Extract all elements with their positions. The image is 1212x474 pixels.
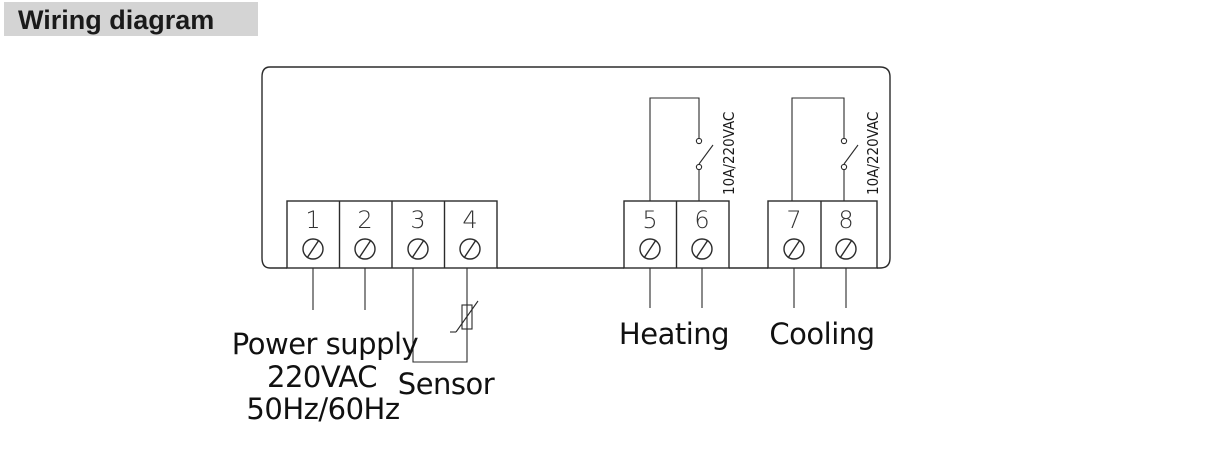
header-bar: Wiring diagram — [4, 2, 258, 36]
heating-relay-rating: 10A/220VAC — [720, 112, 738, 195]
screw-icon — [354, 238, 376, 260]
screw-icon — [302, 238, 324, 260]
power-supply-voltage: 220VAC — [267, 360, 377, 394]
terminal-number-5: 5 — [642, 206, 657, 234]
screw-icon — [639, 238, 661, 260]
cooling-label: Cooling — [769, 317, 874, 351]
screw-icon — [691, 238, 713, 260]
terminal-block-heating — [623, 200, 730, 269]
terminal-number-7: 7 — [786, 206, 801, 234]
relay-switch-heating-icon — [649, 97, 714, 201]
terminal-number-1: 1 — [305, 206, 320, 234]
wire-sensor-loop — [412, 268, 468, 363]
screw-icon — [783, 238, 805, 260]
terminal-number-3: 3 — [410, 206, 425, 234]
heating-label: Heating — [619, 317, 729, 351]
relay-switch-cooling-icon — [791, 97, 859, 201]
screw-icon — [459, 238, 481, 260]
page-title: Wiring diagram — [18, 5, 215, 35]
power-supply-label: Power supply — [232, 327, 419, 361]
controller-body — [261, 66, 891, 269]
terminal-number-4: 4 — [462, 206, 477, 234]
sensor-label: Sensor — [398, 367, 495, 401]
terminal-block-left — [286, 200, 498, 269]
terminal-block-cooling — [767, 200, 878, 269]
thermistor-icon — [450, 300, 479, 333]
terminal-number-2: 2 — [357, 206, 372, 234]
power-supply-frequency: 50Hz/60Hz — [246, 392, 399, 426]
terminal-number-6: 6 — [694, 206, 709, 234]
terminal-number-8: 8 — [838, 206, 853, 234]
screw-icon — [407, 238, 429, 260]
cooling-relay-rating: 10A/220VAC — [864, 112, 882, 195]
screw-icon — [835, 238, 857, 260]
